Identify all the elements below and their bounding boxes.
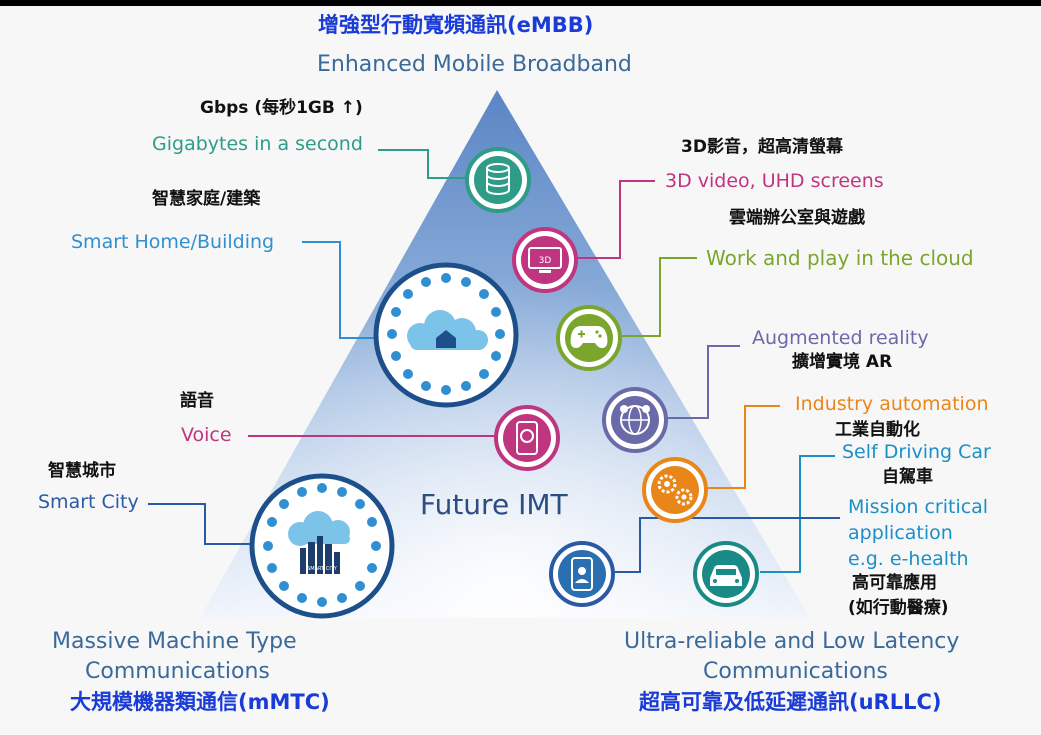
- industry-label-cn: 工業自動化: [835, 420, 920, 440]
- car-connector: [760, 455, 835, 573]
- smart-city-label-cn: 智慧城市: [48, 461, 116, 481]
- smart-city-badge-text: SMART CITY: [307, 566, 338, 572]
- cloud-label-en: Work and play in the cloud: [706, 246, 974, 270]
- smart-home-label-cn: 智慧家庭/建築: [152, 189, 261, 209]
- ar-label-cn: 擴增實境 AR: [792, 352, 893, 372]
- video-label-en: 3D video, UHD screens: [665, 170, 884, 192]
- mmtc-label-en-1: Massive Machine Type: [52, 629, 297, 654]
- smart-home-label-en: Smart Home/Building: [71, 231, 275, 253]
- industry-label-en: Industry automation: [795, 393, 989, 415]
- voice-label-en: Voice: [181, 424, 232, 446]
- cloud-label-cn: 雲端辦公室與遊戲: [729, 208, 865, 228]
- gbps-connector: [378, 149, 467, 179]
- smart-city-icon: SMART CITY: [249, 473, 395, 619]
- mission-label-cn-1: 高可靠應用: [852, 573, 937, 593]
- mission-label-en-2: application: [848, 522, 953, 544]
- 3d-badge-text: 3D: [539, 256, 552, 266]
- ar-label-en: Augmented reality: [752, 327, 929, 349]
- diagram-canvas: 3D: [0, 6, 1041, 735]
- top-title-en: Enhanced Mobile Broadband: [317, 52, 632, 77]
- cloud-connector: [622, 257, 697, 337]
- mobile-health-icon: [549, 541, 615, 607]
- car-label-en: Self Driving Car: [842, 441, 991, 463]
- smart-city-connector: [148, 503, 256, 545]
- gbps-label-cn: Gbps (每秒1GB ↑): [200, 98, 363, 118]
- mission-label-cn-2: (如行動醫療): [848, 598, 949, 618]
- gbps-label-en: Gigabytes in a second: [152, 133, 363, 155]
- urllc-label-cn: 超高可靠及低延遲通訊(uRLLC): [639, 690, 942, 714]
- center-label: Future IMT: [420, 488, 568, 521]
- video-connector: [578, 180, 655, 259]
- voice-label-cn: 語音: [180, 391, 214, 411]
- gamepad-icon: [556, 305, 622, 371]
- phone-icon: [494, 405, 560, 471]
- smart-city-label-en: Smart City: [38, 491, 139, 513]
- industry-connector: [708, 405, 780, 489]
- mmtc-label-en-2: Communications: [85, 659, 270, 684]
- gears-icon: [642, 457, 708, 523]
- urllc-label-en-2: Communications: [703, 659, 888, 684]
- database-icon: [465, 147, 531, 213]
- 3d-screen-icon: 3D: [512, 227, 578, 293]
- mission-connector: [612, 517, 840, 573]
- urllc-label-en-1: Ultra-reliable and Low Latency: [624, 629, 960, 654]
- top-title-cn: 增強型行動寬頻通訊(eMBB): [318, 13, 594, 37]
- mmtc-label-cn: 大規模機器類通信(mMTC): [70, 690, 330, 714]
- smart-home-cloud-icon: [373, 262, 519, 408]
- ar-connector: [667, 345, 740, 419]
- mission-label-en-3: e.g. e-health: [848, 548, 969, 570]
- ar-globe-icon: [602, 387, 668, 453]
- car-icon: [693, 541, 759, 607]
- video-label-cn: 3D影音，超高清螢幕: [681, 137, 843, 157]
- mission-label-en-1: Mission critical: [848, 496, 989, 518]
- car-label-cn: 自駕車: [882, 467, 933, 487]
- smart-home-connector: [302, 241, 376, 339]
- pyramid-diagram: 3D: [148, 90, 840, 619]
